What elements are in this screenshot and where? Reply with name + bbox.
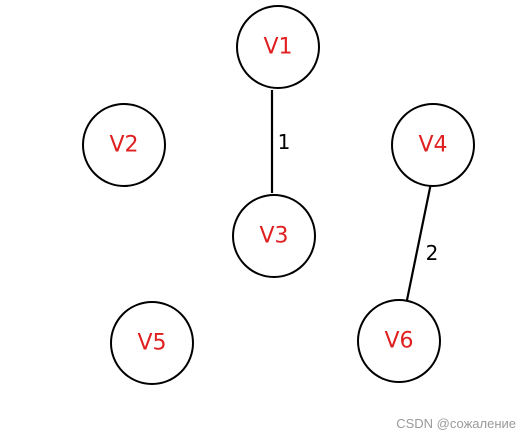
edge-weight-v1-v3: 1	[278, 130, 291, 154]
node-v3: V3	[232, 194, 316, 278]
node-label-v1: V1	[263, 35, 292, 60]
node-label-v4: V4	[418, 133, 447, 158]
edge-weight-v4-v6: 2	[426, 241, 439, 265]
node-circle-v6	[357, 299, 441, 383]
node-circle-v4	[391, 103, 475, 187]
node-circle-v1	[236, 5, 320, 89]
node-label-v6: V6	[384, 329, 413, 354]
node-label-v3: V3	[259, 224, 288, 249]
node-v1: V1	[236, 5, 320, 89]
node-v6: V6	[357, 299, 441, 383]
node-v5: V5	[110, 301, 194, 385]
node-circle-v5	[110, 301, 194, 385]
node-circle-v3	[232, 194, 316, 278]
node-circle-v2	[82, 103, 166, 187]
node-v2: V2	[82, 103, 166, 187]
watermark-text: CSDN @сожаление	[396, 416, 516, 431]
node-label-v2: V2	[109, 133, 138, 158]
node-v4: V4	[391, 103, 475, 187]
edges-layer: 12	[270, 90, 439, 301]
node-label-v5: V5	[137, 331, 166, 356]
edge-v4-v6	[405, 182, 433, 301]
